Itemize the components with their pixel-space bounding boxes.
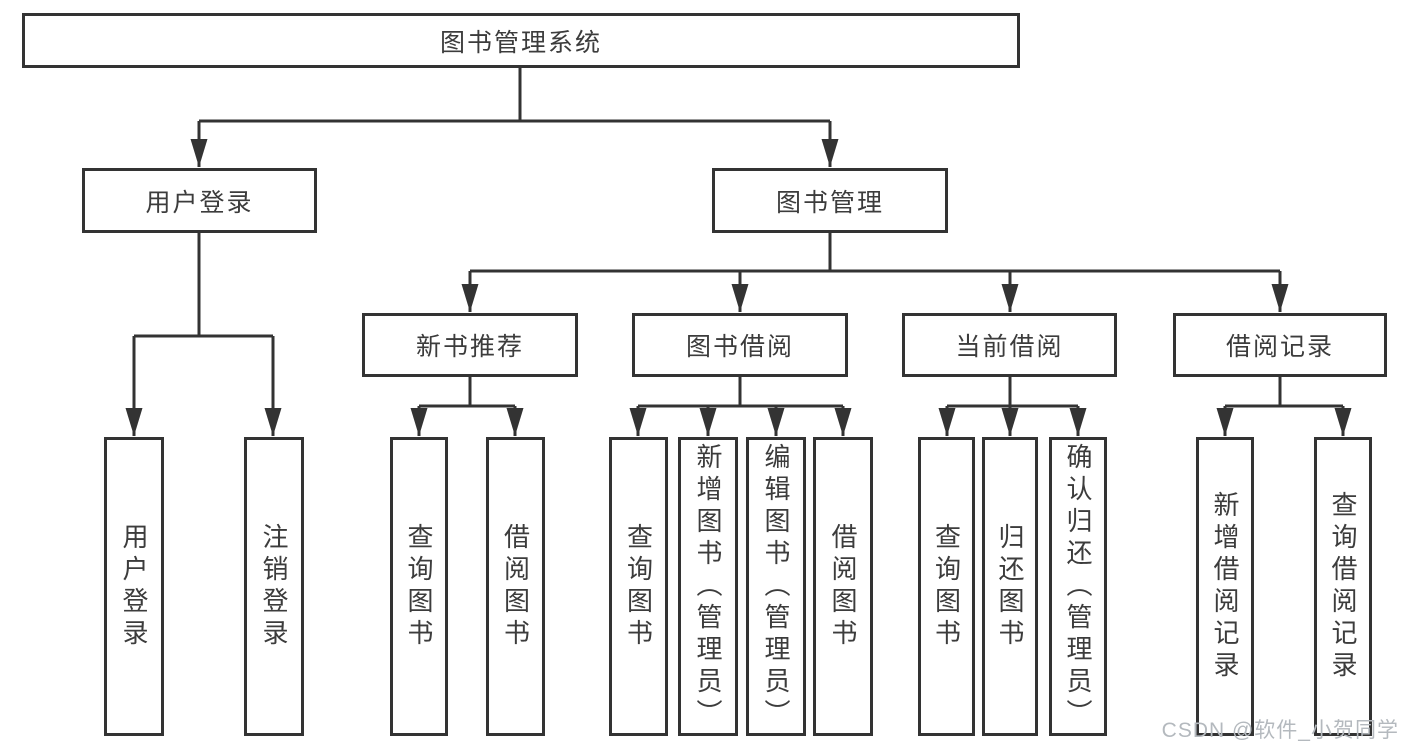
node-current-borrow: 当前借阅	[902, 313, 1117, 377]
node-book-mgmt-label: 图书管理	[775, 188, 884, 217]
leaf-book-borrow-add: 新增图书（管理员）	[678, 437, 738, 736]
leaf-book-borrow-borrow: 借阅图书	[813, 437, 873, 736]
connector-root-trunk	[199, 68, 830, 123]
leaf-borrow-records-add: 新增借阅记录	[1196, 437, 1254, 736]
connector-book-mgmt-split	[470, 233, 1280, 273]
node-new-books-label: 新书推荐	[415, 333, 524, 361]
leaf-new-books-query-label: 查询图书	[404, 522, 434, 651]
leaf-book-borrow-borrow-label: 借阅图书	[828, 522, 858, 651]
connector-user-login-split	[134, 233, 273, 338]
node-book-borrow: 图书借阅	[632, 313, 848, 377]
leaf-book-borrow-edit-label: 编辑图书（管理员）	[761, 442, 791, 731]
leaf-current-borrow-return: 归还图书	[982, 437, 1038, 736]
leaf-book-borrow-edit: 编辑图书（管理员）	[746, 437, 806, 736]
leaf-borrow-records-add-label: 新增借阅记录	[1210, 490, 1240, 683]
leaf-current-borrow-confirm: 确认归还（管理员）	[1049, 437, 1107, 736]
csdn-watermark: CSDN @软件_小贺同学	[1161, 719, 1399, 742]
node-borrow-records-label: 借阅记录	[1225, 333, 1334, 361]
node-root-label: 图书管理系统	[439, 28, 602, 57]
connector-new-books-split	[419, 377, 515, 408]
leaf-current-borrow-query-label: 查询图书	[931, 522, 962, 651]
leaf-borrow-records-query-label: 查询借阅记录	[1328, 490, 1358, 683]
connector-borrow-records-split	[1225, 377, 1343, 408]
node-new-books: 新书推荐	[362, 313, 578, 377]
node-user-login-label: 用户登录	[145, 188, 254, 217]
leaf-new-books-borrow: 借阅图书	[486, 437, 545, 736]
leaf-current-borrow-confirm-label: 确认归还（管理员）	[1063, 442, 1093, 731]
node-user-login: 用户登录	[82, 168, 317, 233]
node-book-borrow-label: 图书借阅	[685, 333, 794, 361]
leaf-book-borrow-query-label: 查询图书	[623, 522, 654, 651]
node-root-system: 图书管理系统	[22, 13, 1020, 68]
leaf-new-books-query: 查询图书	[390, 437, 448, 736]
leaf-logout: 注销登录	[244, 437, 304, 736]
node-current-borrow-label: 当前借阅	[955, 333, 1064, 361]
leaf-user-login-label: 用户登录	[119, 522, 149, 651]
leaf-user-login: 用户登录	[104, 437, 164, 736]
connector-book-borrow-split	[638, 377, 843, 408]
leaf-logout-label: 注销登录	[259, 522, 289, 651]
leaf-book-borrow-query: 查询图书	[609, 437, 668, 736]
leaf-borrow-records-query: 查询借阅记录	[1314, 437, 1372, 736]
node-borrow-records: 借阅记录	[1173, 313, 1387, 377]
leaf-new-books-borrow-label: 借阅图书	[500, 522, 531, 651]
node-book-mgmt: 图书管理	[712, 168, 948, 233]
leaf-current-borrow-query: 查询图书	[918, 437, 975, 736]
leaf-book-borrow-add-label: 新增图书（管理员）	[693, 442, 723, 731]
leaf-current-borrow-return-label: 归还图书	[995, 522, 1025, 651]
connector-current-borrow-split	[947, 377, 1078, 408]
